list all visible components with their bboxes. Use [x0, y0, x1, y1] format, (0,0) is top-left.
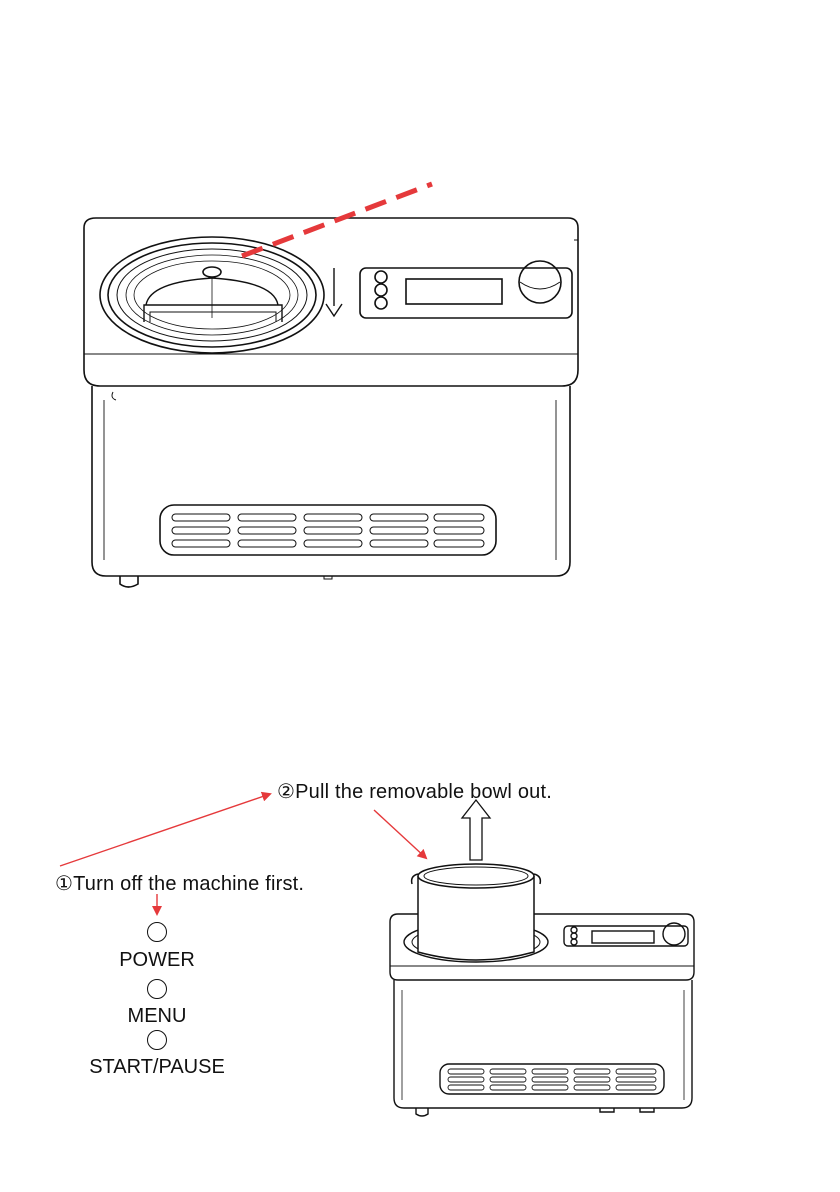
start-pause-label: START/PAUSE: [67, 1056, 247, 1079]
power-button: [147, 922, 167, 942]
pointer-arrow: [60, 794, 270, 866]
step-2-label: ②Pull the removable bowl out.: [277, 779, 552, 804]
step-1-label: ①Turn off the machine first.: [55, 871, 304, 896]
down-arrow-icon: [326, 268, 342, 316]
removable-bowl: [412, 864, 541, 960]
start-pause-button: [147, 1030, 167, 1050]
pointer-arrow: [374, 810, 426, 858]
up-arrow-icon: [462, 800, 490, 860]
menu-label: MENU: [67, 1005, 247, 1028]
ice-cream-machine-top: [84, 218, 578, 587]
power-label: POWER: [67, 949, 247, 972]
menu-button: [147, 979, 167, 999]
